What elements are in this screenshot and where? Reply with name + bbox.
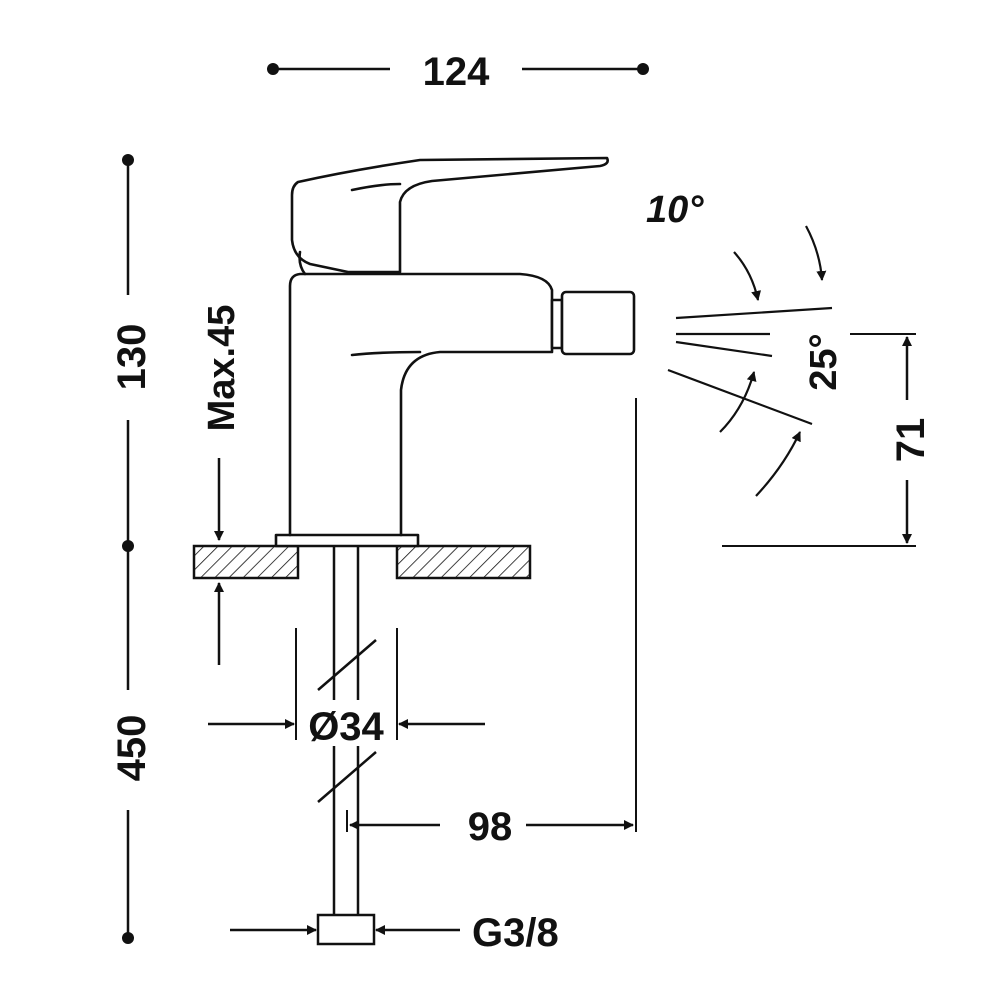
dim-endpoint-dot bbox=[122, 932, 134, 944]
angle-arc bbox=[805, 225, 827, 281]
body-detail-line bbox=[350, 350, 422, 357]
break-mark bbox=[317, 639, 377, 691]
dim-endpoint-dot bbox=[637, 63, 649, 75]
hose-connector bbox=[316, 913, 376, 946]
spray-ray bbox=[675, 340, 773, 358]
nozzle-head bbox=[560, 290, 636, 356]
label-backing bbox=[300, 700, 392, 746]
dimension-hole-diameter: Ø34 bbox=[208, 628, 485, 749]
spray-angle-lines bbox=[667, 225, 833, 497]
connection-label: G3/8 bbox=[472, 911, 559, 955]
base-plate bbox=[274, 533, 420, 548]
angle-lower-label: 25° bbox=[803, 333, 845, 390]
spray-ray bbox=[675, 306, 833, 320]
dimension-height-chain: 130 450 bbox=[110, 154, 154, 944]
angle-upper-label: 10° bbox=[646, 189, 704, 231]
angle-arc bbox=[755, 431, 801, 497]
spray-ray bbox=[667, 368, 813, 426]
faucet-body bbox=[274, 156, 636, 548]
angle-arc bbox=[719, 371, 757, 433]
dimension-spout-height: 71 bbox=[722, 333, 933, 547]
dimension-spout-reach: 98 bbox=[346, 398, 637, 849]
height-upper-label: 130 bbox=[110, 324, 154, 391]
height-lower-label: 450 bbox=[110, 715, 154, 782]
hole-diameter-label: Ø34 bbox=[308, 705, 384, 749]
spout-height-label: 71 bbox=[889, 418, 933, 463]
body-outline bbox=[288, 272, 554, 537]
countertop-section bbox=[192, 544, 532, 580]
max-deck-label: Max.45 bbox=[201, 305, 243, 432]
dimension-width-124: 124 bbox=[267, 50, 649, 94]
countertop-left bbox=[192, 544, 300, 580]
dimension-connection: G3/8 bbox=[230, 911, 559, 955]
lever-handle bbox=[290, 156, 609, 274]
width-label: 124 bbox=[423, 50, 490, 94]
break-mark bbox=[317, 751, 377, 803]
angle-arc bbox=[733, 251, 762, 301]
nozzle-collar bbox=[550, 298, 564, 350]
countertop-right bbox=[395, 544, 532, 580]
lever-neck bbox=[298, 250, 307, 276]
spout-reach-label: 98 bbox=[468, 805, 513, 849]
lever-detail bbox=[350, 182, 402, 192]
dimension-max-deck: Max.45 bbox=[201, 305, 243, 665]
